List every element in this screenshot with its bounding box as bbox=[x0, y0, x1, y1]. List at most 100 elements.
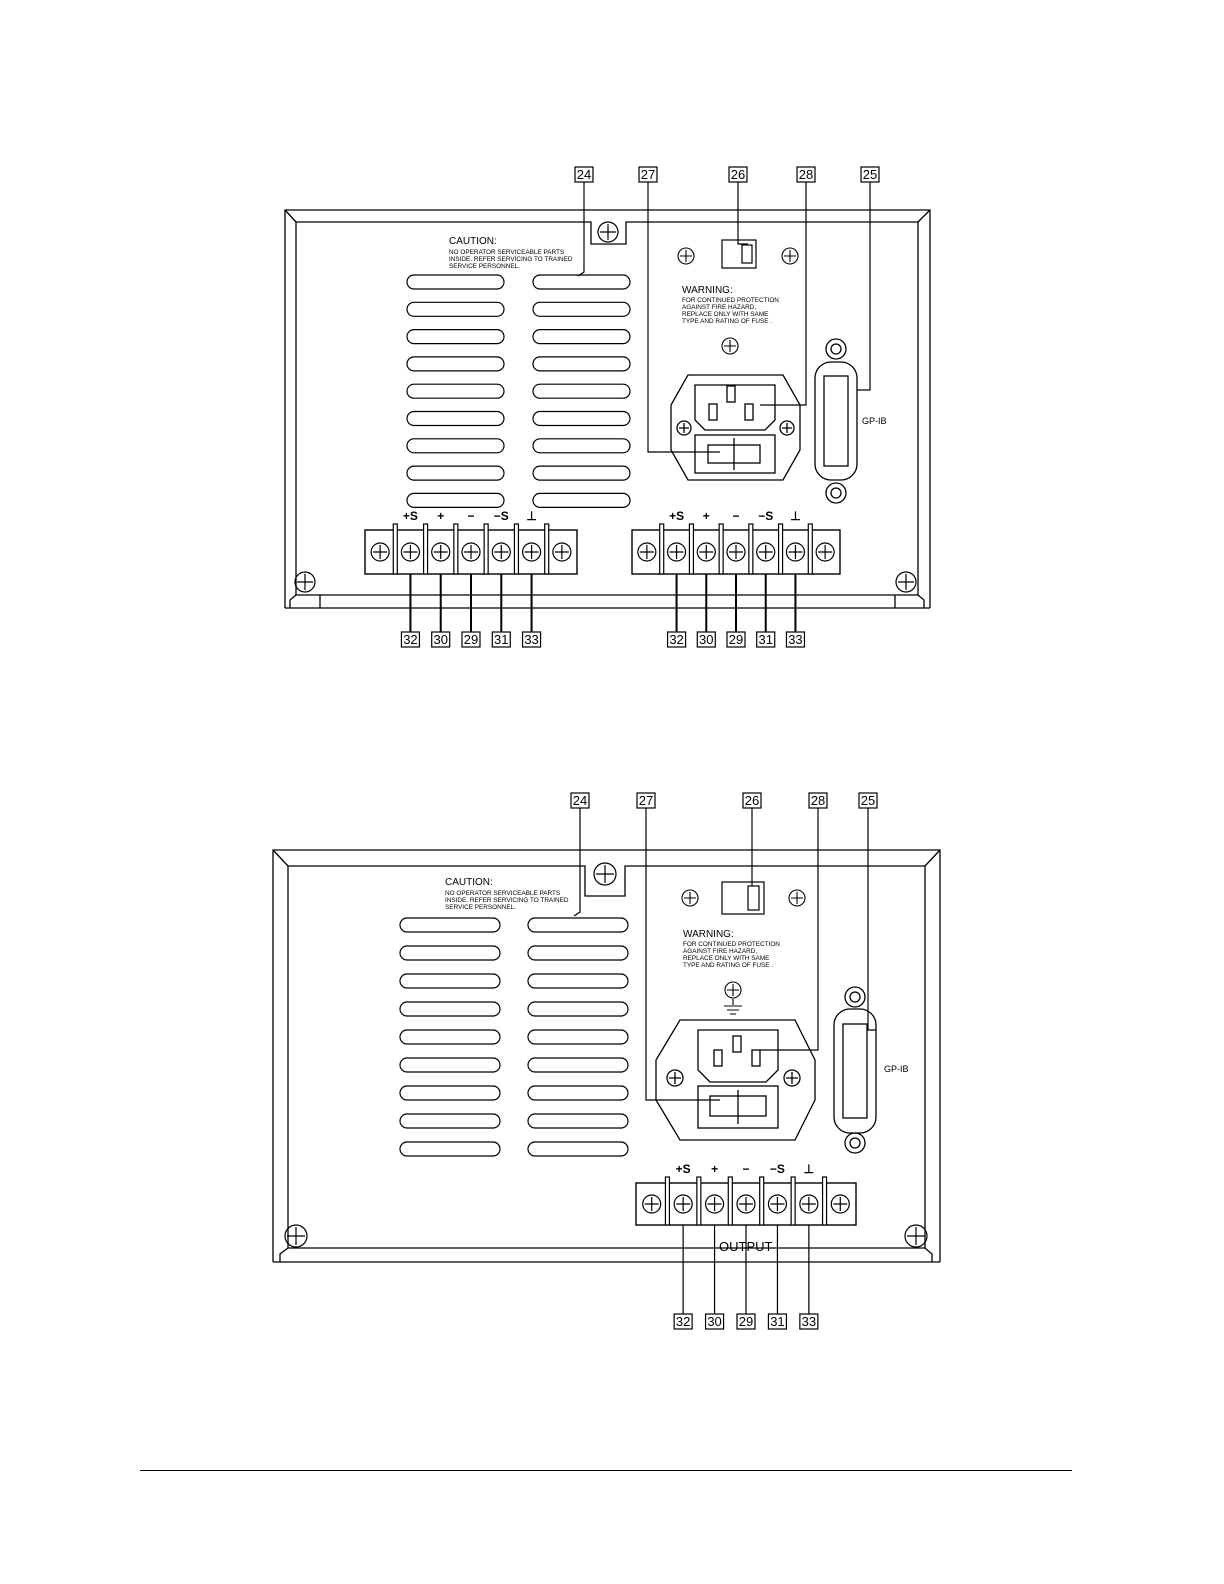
terminal-label: −S bbox=[494, 509, 509, 523]
footer-rule bbox=[140, 1470, 1072, 1471]
caution-title: CAUTION: bbox=[445, 877, 493, 888]
warning-line: AGAINST FIRE HAZARD, bbox=[682, 304, 756, 311]
terminal-label: −S bbox=[758, 509, 773, 523]
vent-slot bbox=[406, 438, 505, 454]
terminal-screw-icon bbox=[785, 542, 806, 562]
terminal-label: − bbox=[467, 509, 474, 523]
callout-box bbox=[767, 1313, 788, 1330]
callout-number: 29 bbox=[464, 632, 478, 647]
terminal-screw-icon bbox=[666, 542, 687, 562]
caution-line: NO OPERATOR SERVICEABLE PARTS bbox=[445, 890, 560, 897]
callout-number: 33 bbox=[802, 1314, 816, 1329]
output-terminal-strip: +S+−−S⊥ bbox=[635, 1162, 857, 1226]
vent-slot bbox=[527, 1113, 629, 1129]
chassis-outline bbox=[284, 209, 931, 608]
vent-slot bbox=[532, 438, 631, 454]
callout-number: 27 bbox=[639, 793, 653, 808]
terminal-divider bbox=[696, 1176, 702, 1226]
vent-slot bbox=[527, 973, 629, 989]
output-terminal-strip-1: +S+−−S⊥ bbox=[364, 509, 578, 575]
terminal-label: ⊥ bbox=[804, 1162, 814, 1176]
warning-line: TYPE AND RATING OF FUSE . bbox=[682, 318, 772, 325]
terminal-divider bbox=[544, 523, 550, 575]
terminal-divider bbox=[688, 523, 695, 575]
callout-leaders bbox=[577, 182, 871, 453]
callout-number: 25 bbox=[861, 793, 875, 808]
terminal-label: −S bbox=[770, 1162, 785, 1176]
chassis-outline bbox=[272, 849, 941, 1262]
terminal-screw-icon bbox=[521, 542, 542, 562]
gpib-label: GP-IB bbox=[884, 1064, 909, 1074]
caution-line: NO OPERATOR SERVICEABLE PARTS bbox=[449, 249, 564, 256]
callout-number: 33 bbox=[524, 632, 538, 647]
gpib-connector bbox=[814, 338, 858, 504]
caution-title: CAUTION: bbox=[449, 236, 497, 247]
vent-slot bbox=[532, 329, 631, 345]
terminal-divider bbox=[807, 523, 813, 575]
terminal-screw-icon bbox=[704, 1194, 725, 1214]
vent-slot bbox=[527, 1085, 629, 1101]
vent-slot bbox=[406, 383, 505, 399]
terminal-screw-icon bbox=[696, 542, 716, 562]
warning-line: REPLACE ONLY WITH SAME bbox=[683, 955, 769, 962]
terminal-label: +S bbox=[669, 509, 684, 523]
terminal-divider bbox=[727, 1176, 733, 1226]
vent-slot bbox=[532, 301, 631, 317]
vent-slot bbox=[532, 383, 631, 399]
terminal-label: ⊥ bbox=[526, 509, 536, 523]
terminal-divider bbox=[659, 523, 665, 575]
caution-line: INSIDE. REFER SERVICING TO TRAINED bbox=[449, 256, 573, 263]
vent-slot bbox=[399, 1141, 501, 1157]
callout-number: 32 bbox=[676, 1314, 690, 1329]
vent-slot bbox=[406, 492, 505, 508]
terminal-label: + bbox=[703, 509, 710, 523]
vent-slot bbox=[532, 356, 631, 372]
callout-box bbox=[696, 631, 716, 648]
terminal-screw-icon bbox=[673, 1194, 693, 1214]
callout-box bbox=[736, 1313, 756, 1330]
caution-line: INSIDE. REFER SERVICING TO TRAINED bbox=[445, 897, 569, 904]
output-terminal-strip-2: +S+−−S⊥ bbox=[631, 509, 841, 575]
callout-number: 30 bbox=[433, 632, 447, 647]
terminal-label: +S bbox=[676, 1162, 691, 1176]
vent-slot bbox=[406, 274, 505, 290]
terminal-divider bbox=[718, 523, 724, 575]
terminal-divider bbox=[483, 523, 489, 575]
callout-number: 32 bbox=[403, 632, 417, 647]
callout-number: 29 bbox=[739, 1314, 753, 1329]
callout-box bbox=[673, 1313, 693, 1330]
callout-number: 30 bbox=[707, 1314, 721, 1329]
terminal-screw-icon bbox=[491, 542, 511, 562]
vent-slot bbox=[399, 1057, 501, 1073]
callout-number: 31 bbox=[758, 632, 772, 647]
vent-slot bbox=[527, 917, 629, 933]
vent-slot bbox=[399, 973, 501, 989]
callout-box bbox=[666, 631, 687, 648]
callout-box bbox=[799, 1313, 819, 1330]
callout-number: 30 bbox=[699, 632, 713, 647]
terminal-screw-icon bbox=[461, 542, 481, 562]
terminal-screw-icon bbox=[642, 1194, 662, 1214]
terminal-screw-icon bbox=[552, 542, 572, 562]
callout-number: 24 bbox=[577, 167, 591, 182]
vent-slot bbox=[399, 1113, 501, 1129]
terminal-screw-icon bbox=[830, 1194, 850, 1214]
caution-line: SERVICE PERSONNEL. bbox=[445, 904, 516, 911]
terminal-label: − bbox=[742, 1162, 749, 1176]
callout-number: 27 bbox=[641, 167, 655, 182]
warning-line: TYPE AND RATING OF FUSE . bbox=[683, 962, 773, 969]
chassis-inner-bevel bbox=[295, 221, 919, 595]
vent-slot bbox=[532, 274, 631, 290]
terminal-divider bbox=[392, 523, 398, 575]
ac-power-inlet bbox=[655, 1019, 816, 1141]
terminal-label: ⊥ bbox=[790, 509, 800, 523]
vent-slot bbox=[527, 1001, 629, 1017]
warning-line: AGAINST FIRE HAZARD, bbox=[683, 948, 757, 955]
ventilation-slots bbox=[406, 274, 631, 508]
terminal-screw-icon bbox=[370, 542, 390, 562]
ground-screw-icon bbox=[724, 981, 742, 1015]
terminal-label: + bbox=[437, 509, 444, 523]
corner-screw-icon bbox=[284, 862, 928, 1248]
vent-slot bbox=[532, 465, 631, 481]
gpib-label: GP-IB bbox=[862, 416, 887, 426]
